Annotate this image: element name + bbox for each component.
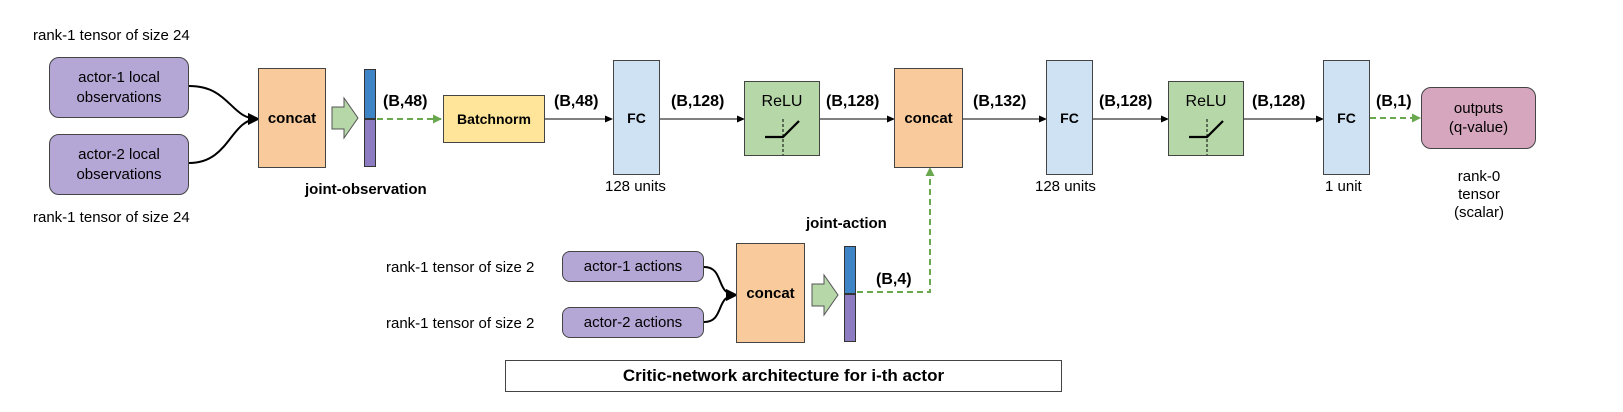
joint-action-caption: joint-action bbox=[806, 215, 887, 232]
batchnorm-node: Batchnorm bbox=[443, 95, 545, 143]
block-arrow-act bbox=[811, 273, 839, 317]
act1-tensor-label: rank-1 tensor of size 2 bbox=[386, 259, 535, 276]
output-rank-line2: tensor bbox=[1458, 186, 1500, 203]
shape-after-fc3: (B,1) bbox=[1376, 93, 1412, 110]
joint-action-vector-top bbox=[844, 246, 856, 294]
shape-after-fc1: (B,128) bbox=[671, 93, 725, 110]
actor2-observations-line2: observations bbox=[76, 165, 162, 183]
shape-joint-observation: (B,48) bbox=[383, 93, 428, 110]
output-rank-line1: rank-0 bbox=[1457, 168, 1501, 185]
relu2-curve-icon bbox=[1189, 119, 1224, 155]
output-rank-line3: (scalar) bbox=[1453, 204, 1504, 221]
concat-observations-node: concat bbox=[258, 68, 326, 168]
shape-after-concat: (B,132) bbox=[973, 93, 1027, 110]
joint-action-vector-bottom bbox=[844, 294, 856, 342]
edge-act1-to-concat bbox=[703, 266, 738, 301]
output-node: outputs (q-value) bbox=[1421, 87, 1536, 149]
fc1-node: FC bbox=[613, 60, 660, 175]
relu2-label: ReLU bbox=[1185, 93, 1227, 110]
relu1-curve-icon bbox=[765, 119, 800, 155]
diagram-title: Critic-network architecture for i-th act… bbox=[505, 360, 1062, 392]
actor1-observations-line1: actor-1 local bbox=[78, 68, 160, 86]
relu2-node: ReLU bbox=[1168, 81, 1244, 156]
actor1-observations-line2: observations bbox=[76, 88, 162, 106]
fc3-units-caption: 1 unit bbox=[1325, 178, 1362, 195]
actor2-actions-node: actor-2 actions bbox=[562, 307, 704, 338]
edge-jointaction-to-concat bbox=[857, 167, 935, 293]
edge-act2-to-concat bbox=[703, 289, 738, 323]
output-line2: (q-value) bbox=[1448, 119, 1509, 136]
actor1-observations-node: actor-1 local observations bbox=[49, 57, 189, 118]
block-arrow-obs bbox=[331, 96, 359, 140]
edge-obs2-to-concat bbox=[188, 113, 260, 164]
concat-actions-node: concat bbox=[736, 243, 805, 343]
joint-observation-vector-bottom bbox=[364, 119, 376, 167]
shape-after-relu1: (B,128) bbox=[826, 93, 880, 110]
act2-tensor-label: rank-1 tensor of size 2 bbox=[386, 315, 535, 332]
obs1-tensor-label: rank-1 tensor of size 24 bbox=[33, 27, 190, 44]
joint-observation-caption: joint-observation bbox=[305, 181, 427, 198]
shape-joint-action: (B,4) bbox=[876, 271, 912, 288]
obs2-tensor-label: rank-1 tensor of size 24 bbox=[33, 209, 190, 226]
output-line1: outputs bbox=[1453, 100, 1504, 117]
shape-after-relu2: (B,128) bbox=[1252, 93, 1306, 110]
fc1-units-caption: 128 units bbox=[605, 178, 666, 195]
shape-after-batchnorm: (B,48) bbox=[554, 93, 599, 110]
actor2-observations-node: actor-2 local observations bbox=[49, 134, 189, 195]
actor2-observations-line1: actor-2 local bbox=[78, 145, 160, 163]
shape-after-fc2: (B,128) bbox=[1099, 93, 1153, 110]
fc3-node: FC bbox=[1323, 60, 1370, 175]
edge-obs1-to-concat bbox=[188, 85, 260, 125]
output-rank-caption: rank-0 tensor (scalar) bbox=[1440, 168, 1518, 222]
relu1-label: ReLU bbox=[761, 93, 803, 110]
relu1-node: ReLU bbox=[744, 81, 820, 156]
fc2-units-caption: 128 units bbox=[1035, 178, 1096, 195]
joint-observation-vector-top bbox=[364, 69, 376, 119]
concat-main-node: concat bbox=[894, 68, 963, 168]
fc2-node: FC bbox=[1046, 60, 1093, 175]
actor1-actions-node: actor-1 actions bbox=[562, 251, 704, 282]
